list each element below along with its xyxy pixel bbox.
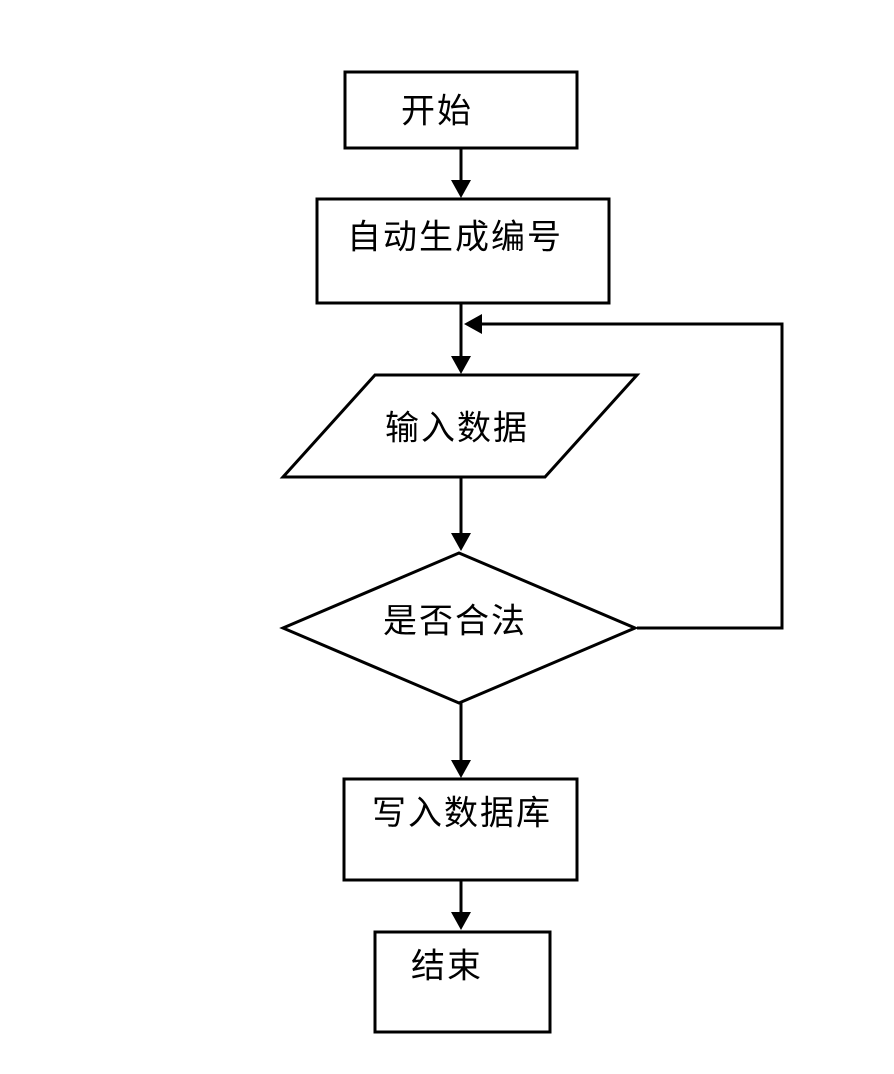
autogen-rectangle <box>315 197 611 305</box>
autogen-label: 自动生成编号 <box>347 219 563 257</box>
arrowhead-down-icon <box>451 180 471 198</box>
validate-diamond <box>279 551 639 705</box>
node-validate: 是否合法 <box>279 551 639 705</box>
write-rectangle <box>342 777 579 882</box>
end-label: 结束 <box>411 948 483 986</box>
input-parallelogram <box>279 373 641 479</box>
edge-line <box>480 322 784 630</box>
node-start: 开始 <box>343 70 579 150</box>
arrowhead-down-icon <box>451 356 471 374</box>
start-rectangle <box>343 70 579 150</box>
edge-start-to-autogen <box>451 148 471 198</box>
edge-validate-to-write <box>451 703 471 778</box>
arrowhead-down-icon <box>451 760 471 778</box>
validate-label: 是否合法 <box>383 603 527 641</box>
node-end: 结束 <box>373 930 552 1034</box>
edge-input-to-validate <box>451 477 471 551</box>
write-label: 写入数据库 <box>372 795 552 833</box>
end-rectangle <box>373 930 552 1034</box>
start-label: 开始 <box>401 93 473 131</box>
edge-autogen-to-input <box>451 303 471 374</box>
arrowhead-left-icon <box>464 314 482 334</box>
node-autogen: 自动生成编号 <box>315 197 611 305</box>
arrowhead-down-icon <box>451 912 471 930</box>
node-input: 输入数据 <box>279 373 641 479</box>
arrowhead-down-icon <box>451 533 471 551</box>
edge-write-to-end <box>451 880 471 930</box>
input-label: 输入数据 <box>385 410 529 448</box>
node-write: 写入数据库 <box>342 777 579 882</box>
edge-validate-loopback-to-input <box>464 314 784 630</box>
